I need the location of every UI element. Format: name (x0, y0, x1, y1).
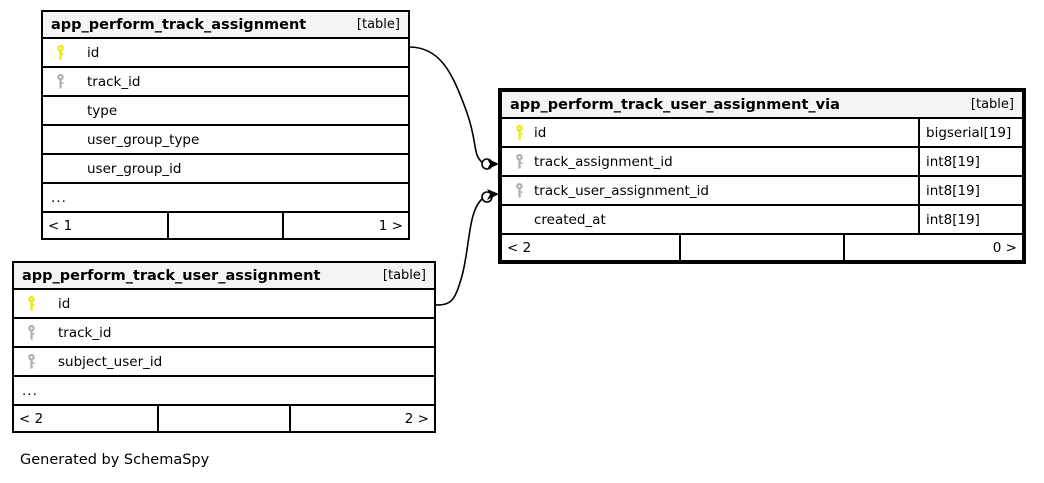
footer-incoming-count[interactable]: < 1 (48, 217, 73, 234)
table-footer: < 2 0 > (502, 235, 1022, 260)
foreign-key-icon (49, 74, 71, 89)
footer-incoming-count[interactable]: < 2 (19, 410, 44, 427)
schemaspy-credit: Generated by SchemaSpy (20, 452, 210, 468)
table-row[interactable]: track_assignment_id int8[19] (502, 148, 1022, 177)
table-columns: id bigserial[19] track_assignment_id int… (502, 119, 1022, 260)
edge-endpoint-circle (481, 191, 493, 203)
table-node-app-perform-track-assignment[interactable]: app_perform_track_assignment [table] id … (41, 10, 410, 240)
column-name: id (534, 124, 547, 141)
table-footer: < 2 2 > (14, 406, 434, 431)
footer-outgoing-count[interactable]: 0 > (992, 239, 1017, 256)
table-row[interactable]: track_id (14, 319, 434, 348)
column-cell: track_id (43, 68, 408, 95)
footer-middle (167, 213, 284, 238)
foreign-key-icon (20, 354, 42, 369)
primary-key-icon (20, 296, 42, 311)
table-title: app_perform_track_user_assignment_via (510, 96, 840, 113)
column-cell: user_group_type (43, 126, 408, 153)
table-footer: < 1 1 > (43, 213, 408, 238)
column-cell: user_group_id (43, 155, 408, 182)
table-header: app_perform_track_assignment [table] (43, 12, 408, 39)
more-columns-cell: ... (14, 377, 434, 404)
footer-middle (156, 406, 292, 431)
column-cell: id (502, 119, 918, 146)
table-node-app-perform-track-user-assignment[interactable]: app_perform_track_user_assignment [table… (12, 261, 436, 433)
column-name: subject_user_id (58, 353, 163, 370)
column-cell: track_user_assignment_id (502, 177, 918, 204)
table-title: app_perform_track_assignment (51, 16, 307, 33)
table-header: app_perform_track_user_assignment_via [t… (502, 92, 1022, 119)
table-row[interactable]: id (43, 39, 408, 68)
footer-outgoing-count[interactable]: 2 > (404, 410, 429, 427)
column-type: int8[19] (918, 177, 1022, 204)
foreign-key-icon (508, 183, 530, 198)
relationship-edge-track-user-assignment (435, 189, 499, 306)
column-name: track_user_assignment_id (534, 182, 709, 199)
primary-key-icon (49, 45, 71, 60)
column-name: user_group_id (87, 160, 182, 177)
table-row[interactable]: user_group_type (43, 126, 408, 155)
column-cell: track_id (14, 319, 434, 346)
table-columns: id track_id subject_user_id (14, 290, 434, 431)
table-title: app_perform_track_user_assignment (22, 267, 321, 284)
table-row[interactable]: subject_user_id (14, 348, 434, 377)
table-row[interactable]: type (43, 97, 408, 126)
more-columns-cell: ... (43, 184, 408, 211)
column-name: created_at (534, 211, 606, 228)
column-name: user_group_type (87, 131, 200, 148)
table-row[interactable]: id bigserial[19] (502, 119, 1022, 148)
more-columns-label: ... (22, 382, 38, 399)
table-row[interactable]: track_id (43, 68, 408, 97)
table-columns: id track_id type (43, 39, 408, 238)
column-name: track_assignment_id (534, 153, 673, 170)
relationship-edge-track-assignment (408, 46, 499, 170)
table-row-more-columns[interactable]: ... (14, 377, 434, 406)
foreign-key-icon (508, 154, 530, 169)
column-type: bigserial[19] (918, 119, 1022, 146)
column-cell: created_at (502, 206, 918, 233)
table-kind-label: [table] (356, 17, 400, 32)
table-header: app_perform_track_user_assignment [table… (14, 263, 434, 290)
column-cell: subject_user_id (14, 348, 434, 375)
table-row[interactable]: track_user_assignment_id int8[19] (502, 177, 1022, 206)
footer-middle (678, 235, 846, 260)
table-row[interactable]: id (14, 290, 434, 319)
column-name: id (58, 295, 71, 312)
column-cell: track_assignment_id (502, 148, 918, 175)
table-node-app-perform-track-user-assignment-via[interactable]: app_perform_track_user_assignment_via [t… (498, 88, 1026, 264)
column-name: id (87, 44, 100, 61)
column-type: int8[19] (918, 148, 1022, 175)
column-type: int8[19] (918, 206, 1022, 233)
more-columns-label: ... (51, 189, 67, 206)
footer-incoming-count[interactable]: < 2 (507, 239, 532, 256)
table-kind-label: [table] (382, 268, 426, 283)
column-name: track_id (58, 324, 112, 341)
column-cell: type (43, 97, 408, 124)
table-row-more-columns[interactable]: ... (43, 184, 408, 213)
table-row[interactable]: created_at int8[19] (502, 206, 1022, 235)
column-name: type (87, 102, 118, 119)
primary-key-icon (508, 125, 530, 140)
column-name: track_id (87, 73, 141, 90)
column-cell: id (14, 290, 434, 317)
foreign-key-icon (20, 325, 42, 340)
footer-outgoing-count[interactable]: 1 > (378, 217, 403, 234)
table-kind-label: [table] (970, 97, 1014, 112)
edge-endpoint-circle (481, 158, 493, 170)
column-cell: id (43, 39, 408, 66)
table-row[interactable]: user_group_id (43, 155, 408, 184)
